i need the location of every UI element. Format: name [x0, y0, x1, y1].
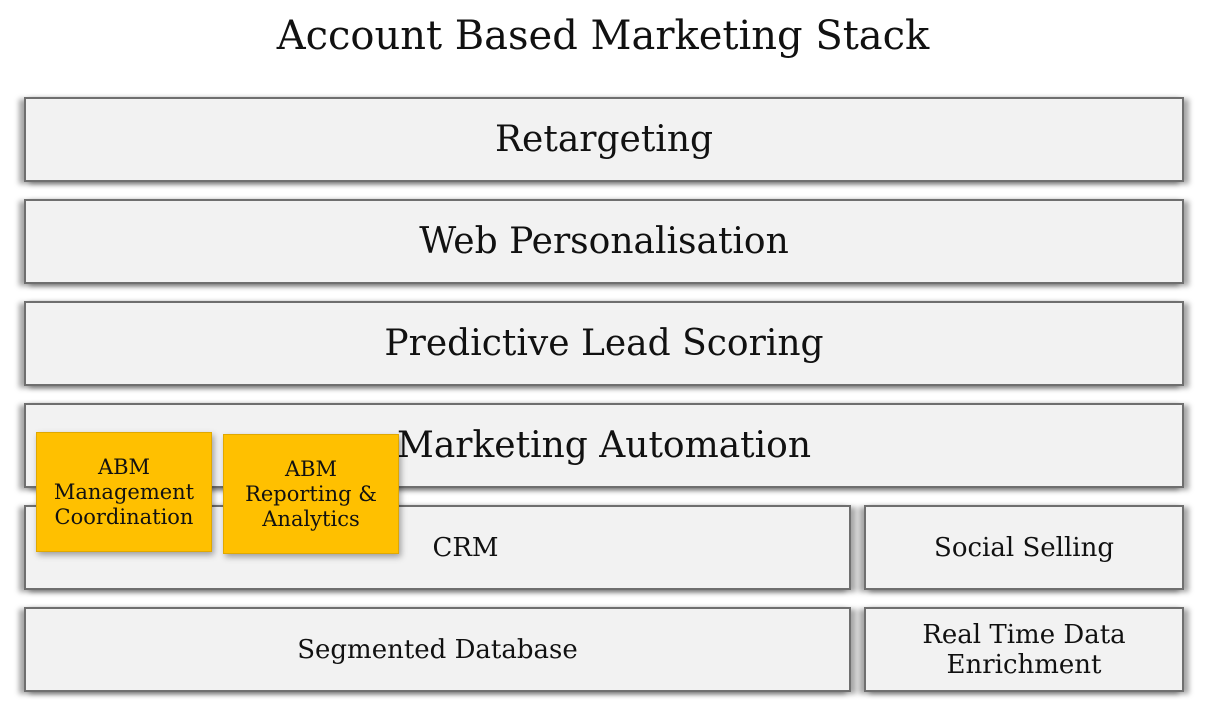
- layer-retargeting-label: Retargeting: [494, 119, 714, 160]
- note-abm-management-coordination: ABM Management Coordination: [36, 432, 212, 552]
- layer-crm-label: CRM: [432, 532, 499, 563]
- diagram-title: Account Based Marketing Stack: [276, 13, 930, 59]
- note-abm-reporting-analytics-label: ABM Reporting & Analytics: [245, 456, 377, 531]
- layer-web-personalisation: Web Personalisation: [24, 199, 1184, 284]
- layer-segmented-database-label: Segmented Database: [297, 634, 578, 665]
- layer-segmented-database: Segmented Database: [24, 607, 851, 692]
- layer-marketing-automation: Marketing Automation: [24, 403, 1184, 488]
- layer-social-selling: Social Selling: [864, 505, 1184, 590]
- layer-web-personalisation-label: Web Personalisation: [419, 221, 789, 262]
- note-abm-management-coordination-label: ABM Management Coordination: [53, 454, 195, 529]
- layer-predictive-lead-scoring-label: Predictive Lead Scoring: [384, 323, 824, 364]
- layer-real-time-data-enrichment-label: Real Time Data Enrichment: [922, 619, 1126, 680]
- layer-real-time-data-enrichment: Real Time Data Enrichment: [864, 607, 1184, 692]
- layer-predictive-lead-scoring: Predictive Lead Scoring: [24, 301, 1184, 386]
- layer-retargeting: Retargeting: [24, 97, 1184, 182]
- layer-marketing-automation-label: Marketing Automation: [396, 425, 812, 466]
- note-abm-reporting-analytics: ABM Reporting & Analytics: [223, 434, 399, 554]
- layer-social-selling-label: Social Selling: [934, 532, 1114, 563]
